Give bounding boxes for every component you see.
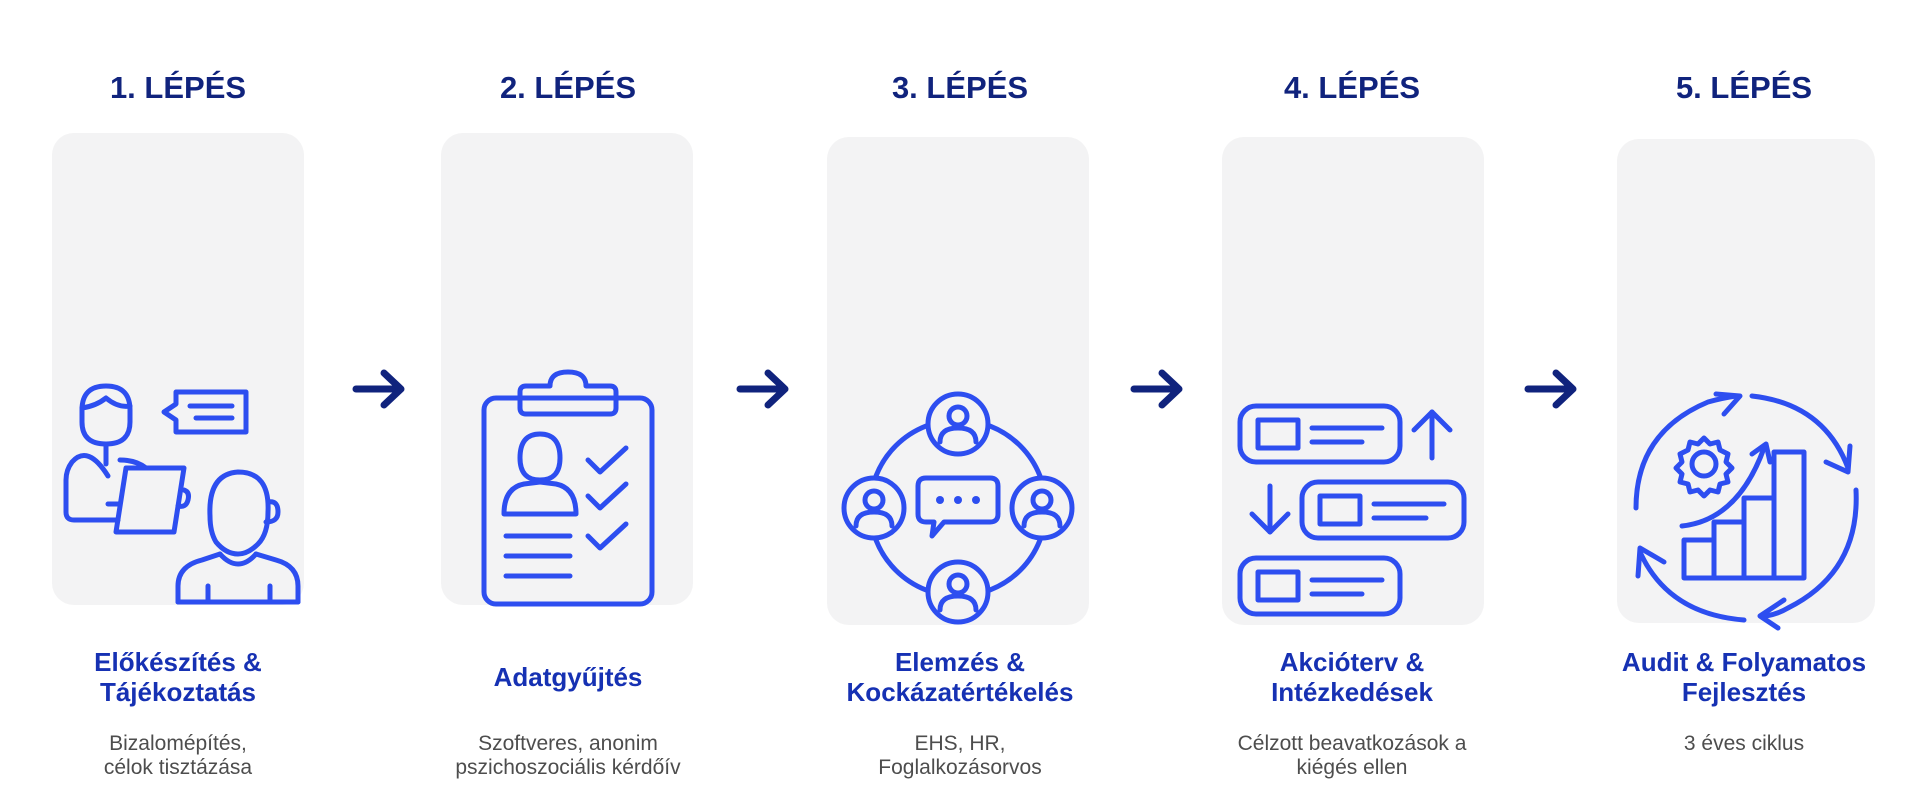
step-4-name-line: Intézkedések (1271, 677, 1433, 707)
step-2-desc: Szoftveres, anonim pszichoszociális kérd… (408, 732, 728, 780)
step-3-name-line: Kockázatértékelés (846, 677, 1074, 707)
step-3-name-line: Elemzés & (894, 647, 1026, 677)
step-1-desc-line: Bizalomépítés, (109, 732, 247, 755)
step-2-name: Adatgyűjtés (418, 645, 718, 709)
arrow-right-icon (1130, 369, 1183, 409)
step-4-desc-line: kiégés ellen (1296, 756, 1408, 779)
step-5-name-line: Audit & Folyamatos (1621, 647, 1867, 677)
step-2-desc-line: Szoftveres, anonim (478, 732, 658, 755)
step-2-title: 2. LÉPÉS (499, 70, 637, 105)
step-1-name-line: Előkészítés & (94, 647, 262, 677)
step-4-desc-line: Célzott beavatkozások a (1237, 732, 1467, 755)
step-3-name: Elemzés & Kockázatértékelés (810, 645, 1110, 709)
step-1-name-line: Tájékoztatás (99, 677, 257, 707)
team-network-icon (841, 391, 1075, 625)
step-4-desc: Célzott beavatkozások a kiégés ellen (1192, 732, 1512, 780)
step-5-name-line: Fejlesztés (1681, 677, 1807, 707)
action-list-icon (1237, 403, 1467, 617)
arrow-right-icon (736, 369, 789, 409)
consultation-icon (63, 383, 301, 605)
step-3-title: 3. LÉPÉS (891, 70, 1029, 105)
step-4-name: Akcióterv & Intézkedések (1202, 645, 1502, 709)
step-1-name: Előkészítés & Tájékoztatás (28, 645, 328, 709)
step-1-title: 1. LÉPÉS (109, 70, 247, 105)
step-2-desc-line: pszichoszociális kérdőív (455, 756, 681, 779)
arrow-right-icon (1524, 369, 1577, 409)
step-3-desc: EHS, HR, Foglalkozásorvos (800, 732, 1120, 780)
step-5-title: 5. LÉPÉS (1675, 70, 1813, 105)
arrow-right-icon (352, 369, 405, 409)
step-1-desc: Bizalomépítés, célok tisztázása (18, 732, 338, 780)
step-4-name-line: Akcióterv & (1279, 647, 1425, 677)
step-5-desc-line: 3 éves ciklus (1683, 732, 1805, 755)
continuous-improvement-icon (1633, 391, 1859, 631)
step-3-desc-line: Foglalkozásorvos (878, 756, 1042, 779)
step-4-title: 4. LÉPÉS (1283, 70, 1421, 105)
step-2-name-line: Adatgyűjtés (493, 662, 643, 692)
clipboard-checklist-icon (481, 369, 655, 607)
step-5-desc: 3 éves ciklus (1584, 732, 1904, 756)
step-4-card (1222, 137, 1484, 625)
step-1-desc-line: célok tisztázása (103, 756, 253, 779)
step-1-card (52, 133, 304, 605)
step-5-name: Audit & Folyamatos Fejlesztés (1594, 645, 1894, 709)
step-3-card (827, 137, 1089, 625)
step-3-desc-line: EHS, HR, (914, 732, 1006, 755)
